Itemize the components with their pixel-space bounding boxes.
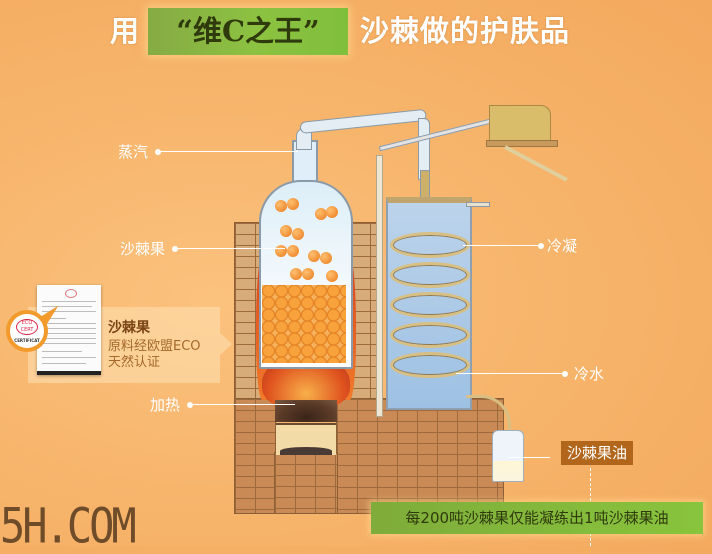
eco-cert-badge: ECO CERT CERTIFICAT [6,310,48,352]
label-cold-water: 冷水 [574,365,605,383]
support-rod [376,155,383,417]
doc-line [42,333,96,334]
leader-line-berries [175,248,285,249]
condenser-coil-loop [390,352,470,378]
doc-footer-bar [37,371,101,375]
leader-line-cold-water [456,373,564,374]
leader-line-condense [463,245,540,246]
berry [287,245,299,257]
doc-line [42,323,96,324]
title-highlight-text: “维C之王” [176,14,320,48]
doc-line [42,328,96,329]
doc-line [42,301,96,302]
callout-title: 沙棘果 [108,320,150,336]
leader-dot [562,371,568,377]
water-inlet-pipe [466,202,490,207]
berry [280,225,292,237]
doc-line [42,357,96,358]
label-condense: 冷凝 [547,237,578,255]
leader-dot [155,149,161,155]
site-watermark: 5H.COM [0,497,137,554]
certificate-document-image [37,285,101,375]
title-prefix: 用 [110,14,141,48]
furnace-base-left [234,398,276,514]
condenser-shelf-leg [504,145,568,182]
berry [287,198,299,210]
doc-line [42,318,66,319]
doc-line [42,306,92,307]
leader-line-steam [158,151,298,152]
berry [326,206,338,218]
ash-chamber [276,423,336,455]
berry [308,250,320,262]
eco-cert-logo-icon: ECO CERT [16,319,38,335]
callout-line-1: 原料经欧盟ECO [108,339,201,354]
badge-caption: CERTIFICAT [14,338,40,343]
label-heating: 加热 [150,396,181,414]
berry [302,268,314,280]
berry [315,208,327,220]
leader-line-oil [508,457,550,458]
leader-dot [538,243,544,249]
label-berries: 沙棘果 [120,240,166,258]
steam-pipe-horizontal [299,108,427,134]
berry [292,228,304,240]
title-highlight-box: “维C之王” [148,8,348,55]
condenser-shelf [486,140,558,147]
yield-note: 每200吨沙棘果仅能凝练出1吨沙棘果油 [371,502,703,534]
doc-line [42,343,96,344]
doc-line [42,338,96,339]
condenser-coil-loop [390,262,470,288]
leader-line-heating [190,404,295,405]
fire-coals [275,400,337,422]
title-suffix: 沙棘做的护肤品 [360,14,571,48]
berry [275,200,287,212]
ash-pile [280,447,332,455]
oil-outlet-tube [466,395,511,458]
callout-line-2: 天然认证 [108,355,161,370]
label-steam: 蒸汽 [118,143,149,161]
collection-bottle [492,430,524,482]
condenser-coil-loop [390,232,470,258]
berry [290,268,302,280]
doc-line [42,351,82,352]
label-oil: 沙棘果油 [561,441,634,465]
condenser-coil-loop [390,322,470,348]
leader-dot [172,246,178,252]
eco-stamp-icon [65,289,77,298]
condenser-coil-loop [390,292,470,318]
berry [320,252,332,264]
berry [275,245,287,257]
doc-line [42,363,86,364]
furnace-base-bottom [274,452,338,514]
leader-dot [187,402,193,408]
condenser-head-box [489,105,551,142]
doc-line [42,311,96,312]
berry [326,270,338,282]
sea-buckthorn-pile [262,285,346,363]
